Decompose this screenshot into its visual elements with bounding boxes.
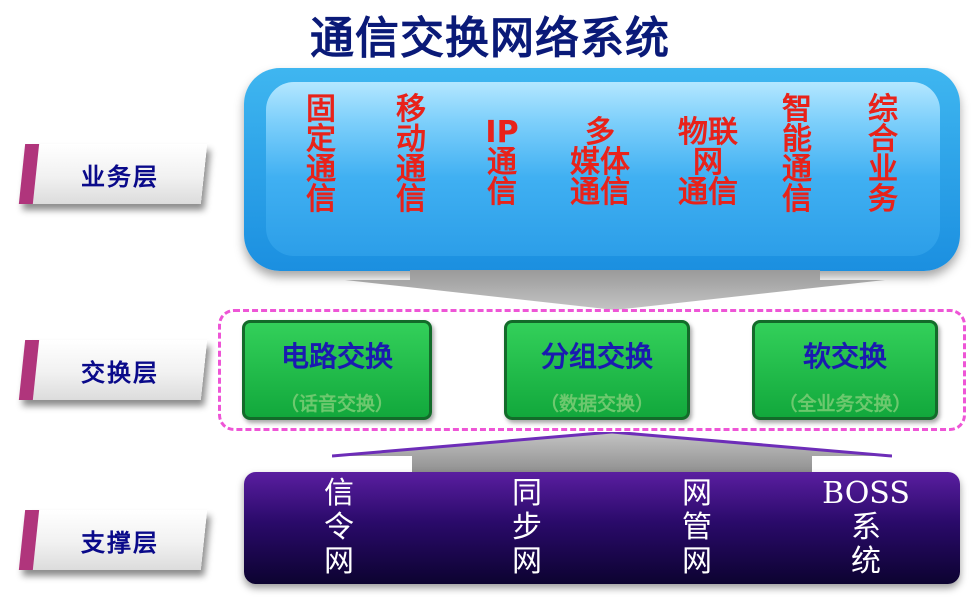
support-network-management: 网 管 网 — [682, 476, 712, 579]
switch-packet-subtitle: （数据交换） — [539, 393, 654, 415]
layer-label-switching-text: 交换层 — [81, 357, 159, 387]
switch-box-packet: 分组交换 （数据交换） — [504, 320, 690, 420]
service-multimedia-communication: 多 媒体 通信 — [570, 115, 630, 210]
support-synchronization-network: 同 步 网 — [512, 476, 542, 579]
switch-circuit-title: 电路交换 — [280, 340, 393, 373]
layer-label-service-text: 业务层 — [81, 161, 159, 191]
service-intelligent-communication: 智 能 通 信 — [782, 92, 812, 217]
service-ip-communication: IP 通 信 — [485, 115, 519, 210]
switch-packet-title: 分组交换 — [540, 340, 653, 373]
layer-label-support: 支撑层 — [18, 510, 208, 570]
switch-soft-title: 软交换 — [802, 340, 887, 373]
arrow-up-support-to-switching — [332, 432, 892, 474]
service-iot-communication: 物联 网 通信 — [678, 115, 738, 210]
page-title: 通信交换网络系统 — [310, 13, 670, 64]
switch-box-circuit: 电路交换 （话音交换） — [242, 320, 432, 420]
arrow-down-service-to-switching — [345, 270, 885, 310]
support-layer-box — [244, 472, 960, 584]
service-layer-inner-panel — [266, 82, 940, 256]
support-signaling-network: 信 令 网 — [324, 476, 354, 579]
service-fixed-communication: 固 定 通 信 — [306, 92, 336, 217]
switch-soft-subtitle: （全业务交换） — [778, 393, 912, 415]
service-mobile-communication: 移 动 通 信 — [396, 92, 426, 217]
layer-label-service: 业务层 — [18, 144, 208, 204]
layer-label-switching: 交换层 — [18, 340, 208, 400]
layer-label-support-text: 支撑层 — [81, 527, 159, 557]
support-boss-system: BOSS 系 统 — [822, 476, 910, 579]
switch-box-softswitch: 软交换 （全业务交换） — [752, 320, 938, 420]
service-integrated-business: 综 合 业 务 — [868, 92, 898, 217]
switch-circuit-subtitle: （话音交换） — [279, 393, 394, 415]
switching-layer-dashed-border — [218, 309, 966, 431]
